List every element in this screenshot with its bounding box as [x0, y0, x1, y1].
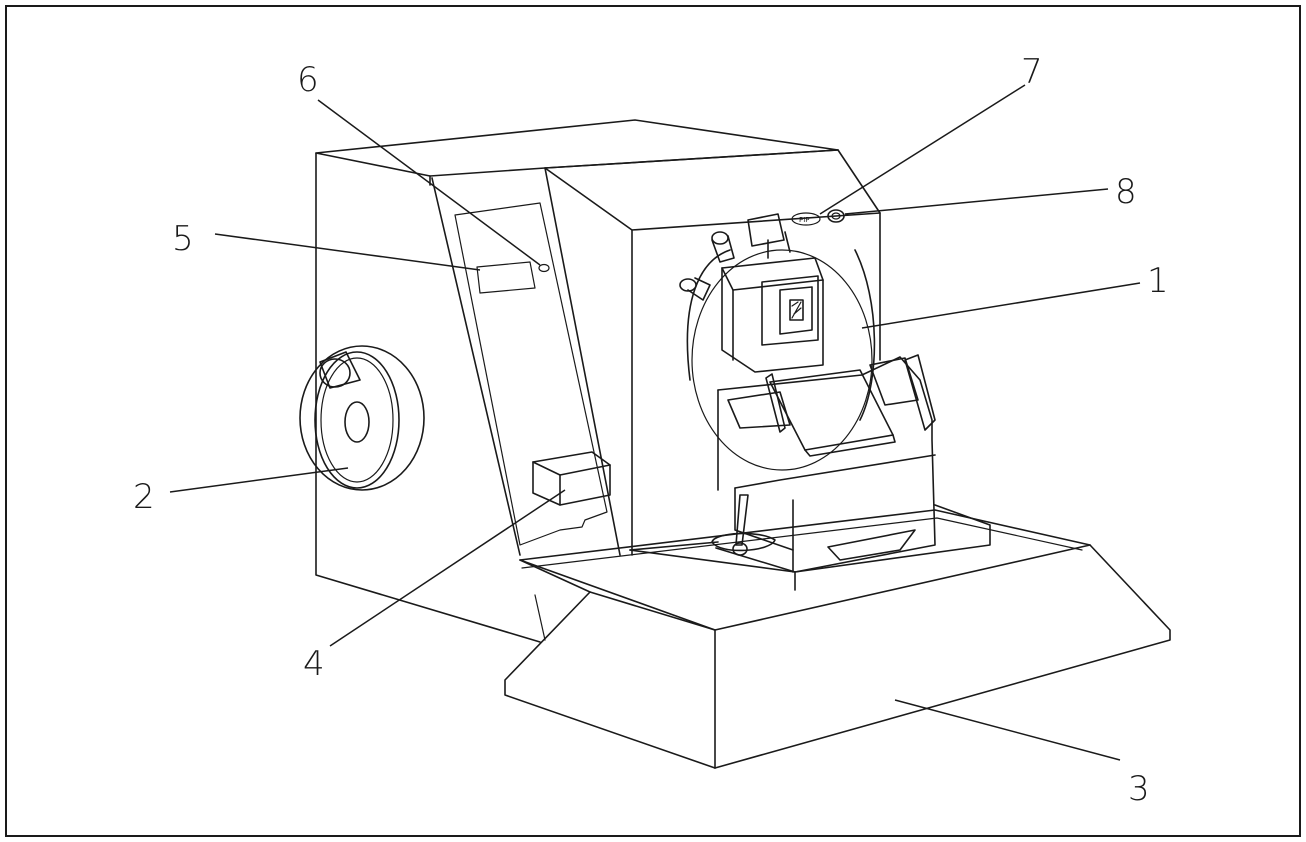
callout-labels: 1 2 3 4 5 6 7 8: [133, 52, 1169, 809]
coarse-feed-block: [532, 451, 611, 506]
leader-lines: [169, 84, 1141, 761]
housing: [315, 119, 881, 643]
knife-holder: [629, 354, 991, 591]
waste-tray: [504, 509, 1171, 769]
callout-8: 8: [1115, 172, 1137, 212]
callout-7: 7: [1021, 52, 1043, 92]
mains-switch: [827, 209, 845, 223]
switches: PIP: [791, 209, 845, 226]
key-switch: [791, 212, 821, 226]
handwheel: [299, 345, 425, 491]
indicator-lamp: [538, 263, 550, 273]
callout-3: 3: [1128, 769, 1150, 809]
specimen-head: [679, 213, 876, 471]
callout-4: 4: [303, 644, 325, 684]
display-window: [476, 261, 536, 294]
callout-2: 2: [133, 477, 155, 517]
figure-frame: [5, 5, 1301, 837]
callout-6: 6: [297, 60, 319, 100]
switch-text: PIP: [799, 216, 810, 224]
callout-1: 1: [1147, 261, 1169, 301]
callout-5: 5: [172, 219, 194, 259]
